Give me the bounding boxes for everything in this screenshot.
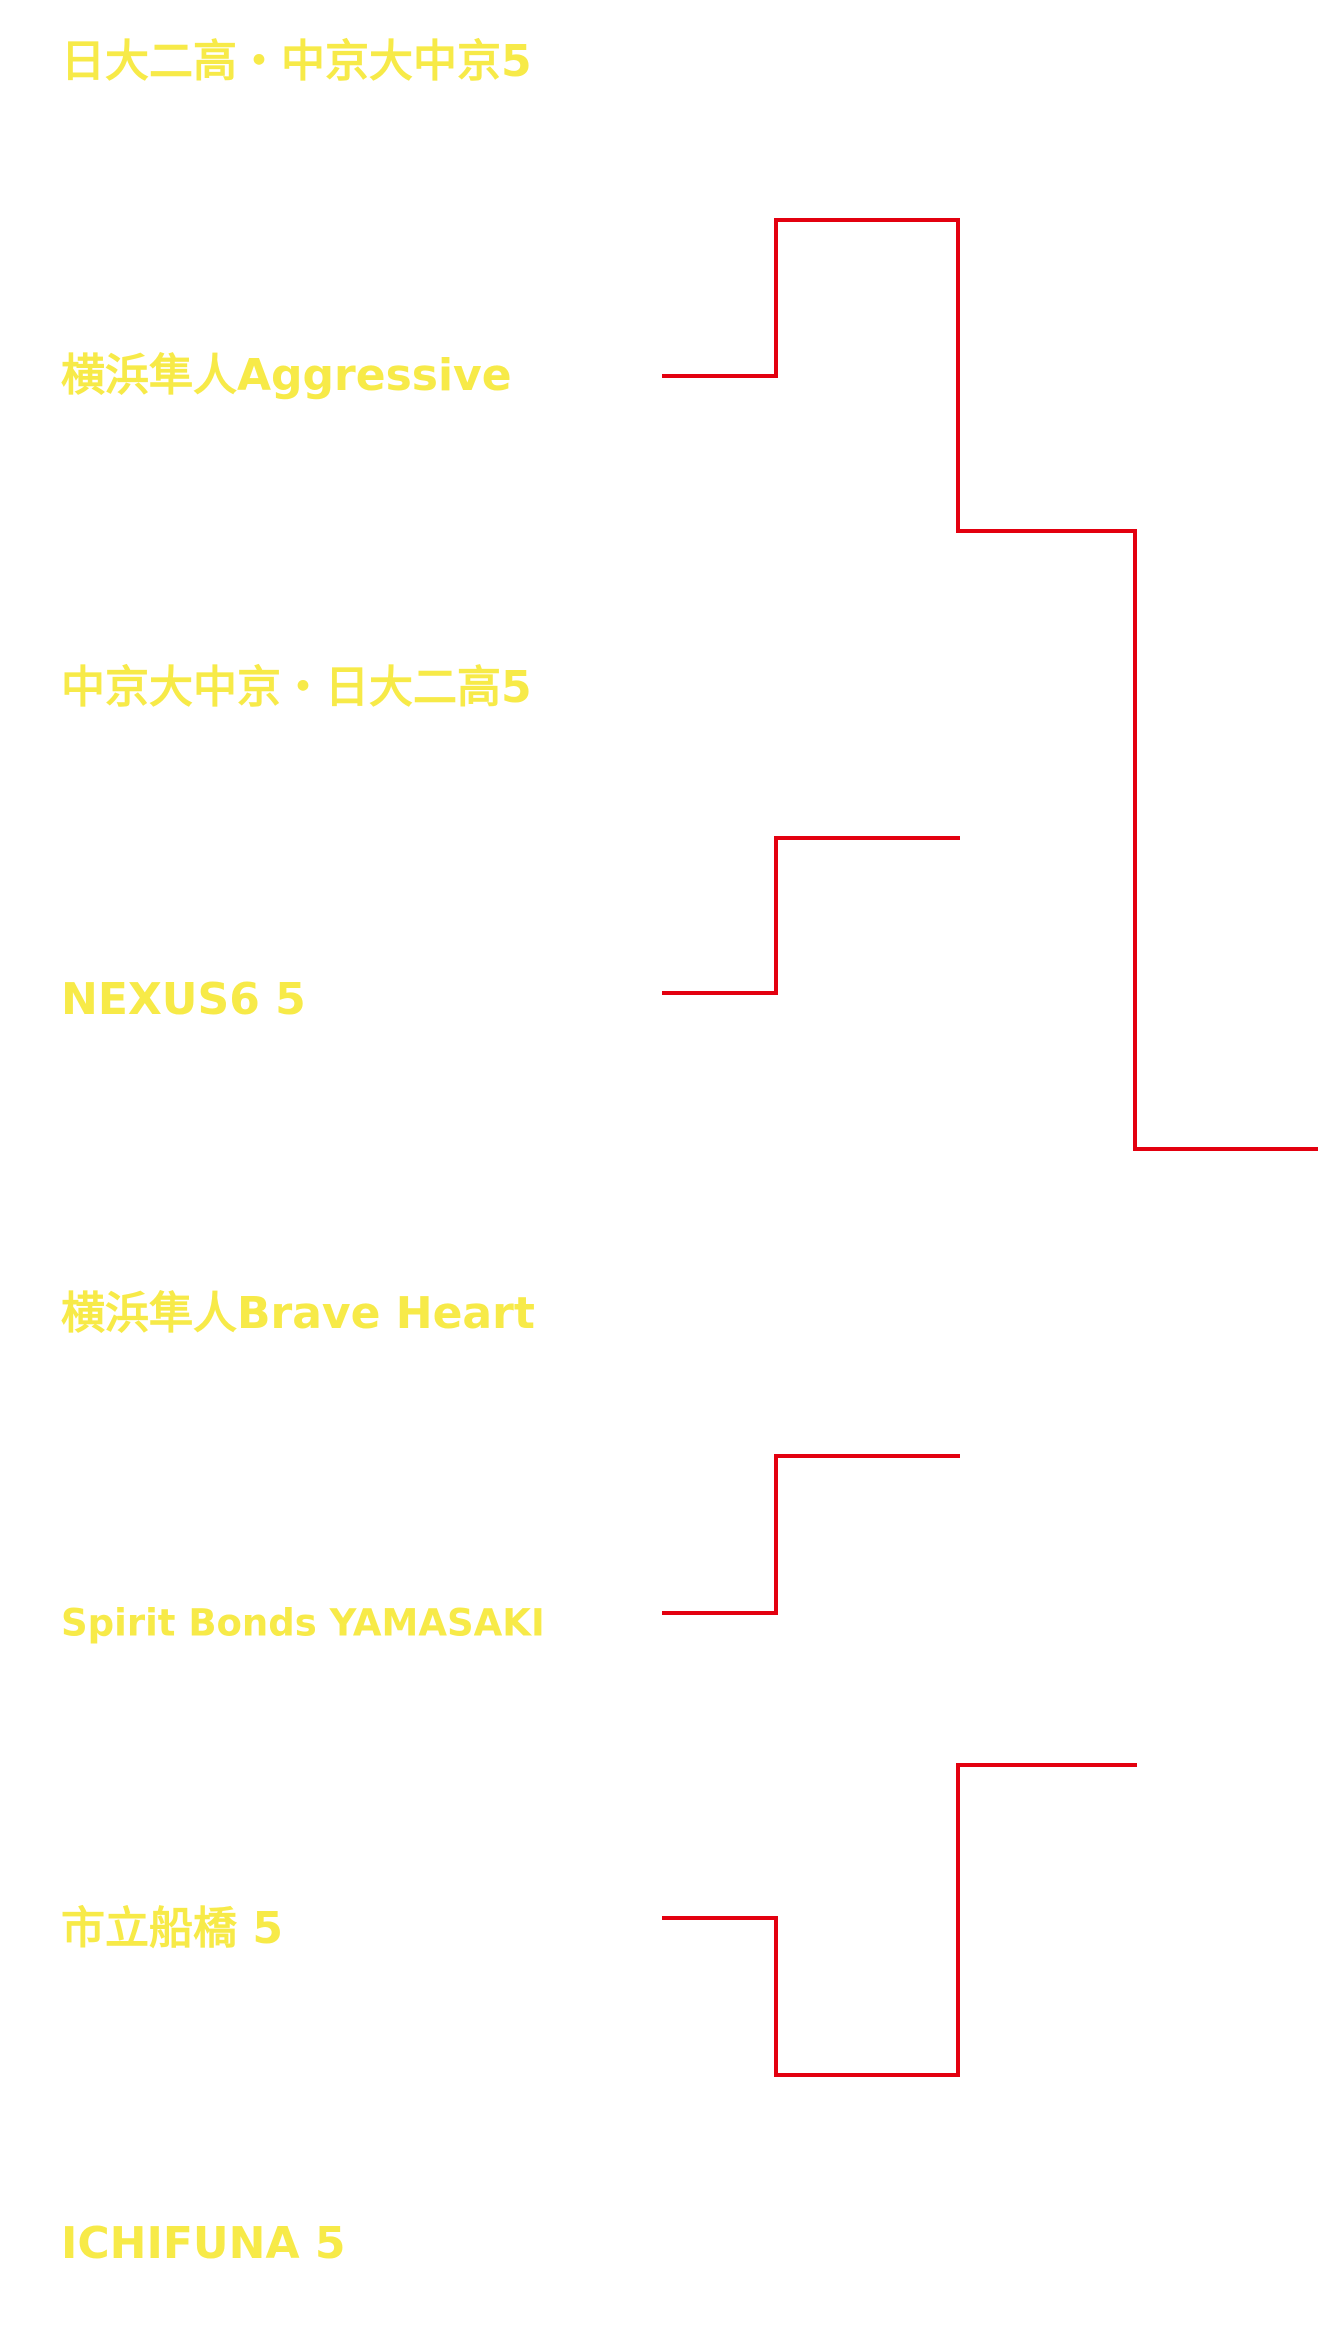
bracket-line-match-1 — [662, 218, 1137, 533]
team-label-6: Spirit Bonds YAMASAKI — [61, 1601, 545, 1645]
team-label-1: 日大二高・中京大中京5 — [61, 36, 532, 87]
bracket-line-match-4 — [662, 1763, 1137, 2077]
team-label-7: 市立船橋 5 — [61, 1903, 283, 1954]
bracket-line-match-3 — [662, 1454, 960, 1615]
bracket-lines — [662, 218, 1318, 2077]
bracket-line-semifinal-top — [1133, 529, 1318, 1151]
team-label-5: 横浜隼人Brave Heart — [61, 1288, 535, 1339]
team-label-2: 横浜隼人Aggressive — [61, 350, 512, 401]
team-label-4: NEXUS6 5 — [61, 974, 306, 1025]
team-label-8: ICHIFUNA 5 — [61, 2218, 346, 2269]
team-label-3: 中京大中京・日大二高5 — [61, 662, 532, 713]
bracket-line-match-2 — [662, 836, 960, 995]
